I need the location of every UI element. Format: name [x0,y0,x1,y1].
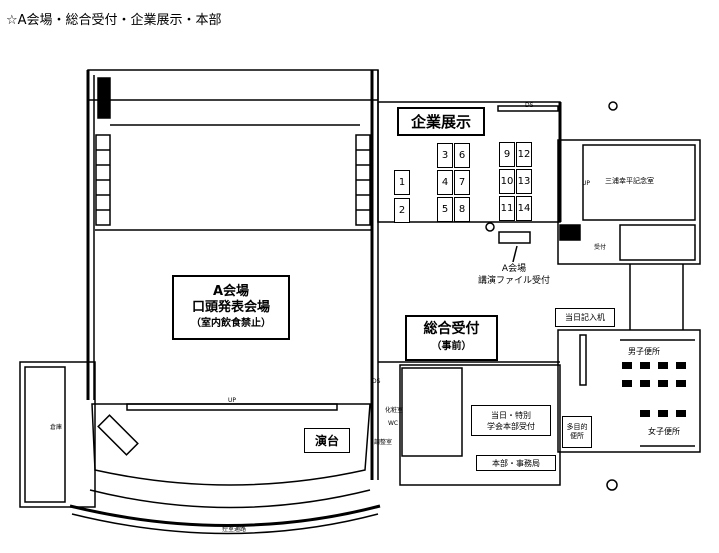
hall-a-line1: A会場 [212,283,250,299]
booth-14: 14 [516,196,532,221]
booth-8: 8 [454,197,470,222]
restroom-block [557,329,701,453]
powder-room-label: 化粧室 [385,407,404,414]
stage [91,403,371,486]
booth-3: 3 [437,143,453,168]
multipurpose-toilet-line2: 便所 [570,432,584,440]
hall-a-line3: （室内飲食禁止） [191,317,271,329]
page-title: ☆A会場・総合受付・企業展示・本部 [6,13,222,28]
general-reception-line2: （事前） [431,341,472,352]
file-reception-line2: 講演ファイル受付 [478,276,551,286]
booth-6: 6 [454,143,470,168]
corridor-label: 控室通路 [222,526,247,533]
hq-area [399,364,561,486]
multipurpose-toilet-label: 多目的 便所 [562,416,592,448]
memorial-room-label: 三浦幸平記念室 [605,177,654,185]
hall-a-line2: 口頭発表会場 [191,299,270,315]
storage-room [19,361,96,508]
exhibit-label: 企業展示 [397,107,485,136]
sameday-desk-text: 当日記入机 [565,313,605,322]
womens-toilet-label: 女子便所 [648,427,680,436]
booth-11: 11 [499,196,515,221]
booth-12: 12 [516,142,532,167]
memorial-room-outline [557,139,701,265]
ds-label-2: DS [525,102,534,109]
piano [97,414,139,456]
booth-5: 5 [437,197,453,222]
general-reception-label: 総合受付 （事前） [405,315,498,361]
up-label: UP [582,180,591,187]
reception-small-label: 受付 [594,244,607,251]
storage-label: 倉庫 [50,424,63,431]
booth-1: 1 [394,170,410,195]
file-reception-desk [498,231,531,244]
booth-2: 2 [394,198,410,223]
hall-top-wall [87,69,379,101]
booth-10: 10 [499,169,515,194]
file-reception-line1: A会場 [501,264,527,274]
exhibit-label-text: 企業展示 [410,113,471,131]
general-reception-line1: 総合受付 [423,321,480,337]
stairs-right [355,134,371,226]
sameday-desk-label: 当日記入机 [555,308,615,327]
wc-label: WC [388,420,399,427]
podium-text: 演台 [314,434,339,448]
booth-4: 4 [437,170,453,195]
booth-13: 13 [516,169,532,194]
hq-reception-line1: 当日・特別 [491,410,531,420]
hall-a-label: A会場 口頭発表会場 （室内飲食禁止） [172,275,290,340]
booth-9: 9 [499,142,515,167]
hq-office-text: 本部・事務局 [492,458,540,468]
hq-office-label: 本部・事務局 [476,455,556,471]
stage-up-label: UP [228,397,237,404]
multipurpose-toilet-line1: 多目的 [566,423,588,431]
ds-label-1: DS [372,378,381,385]
podium-label: 演台 [304,428,350,453]
file-reception-label: A会場 講演ファイル受付 [478,263,550,287]
hq-reception-label: 当日・特別 学会本部受付 [471,405,551,436]
booth-7: 7 [454,170,470,195]
hq-reception-line2: 学会本部受付 [487,421,535,431]
stairs-left [95,134,111,226]
mens-toilet-label: 男子便所 [628,347,660,356]
control-room-label: 調整室 [374,439,393,446]
